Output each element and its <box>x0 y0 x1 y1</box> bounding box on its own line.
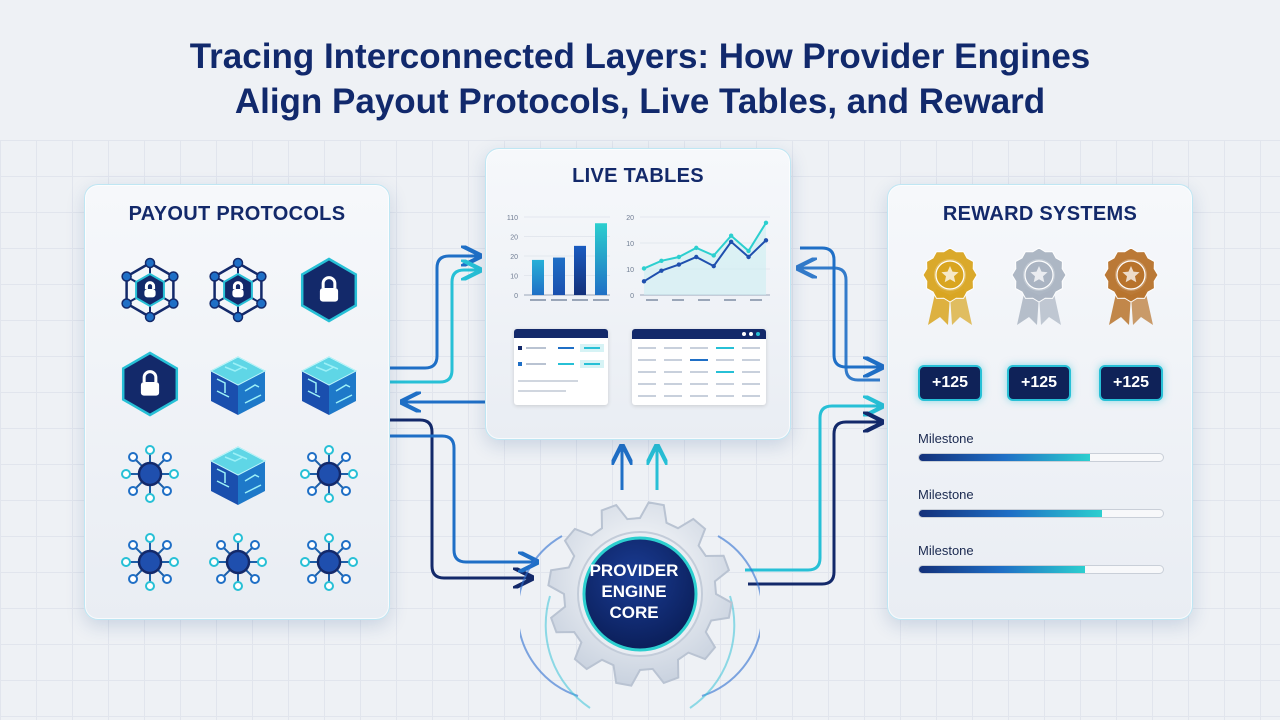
milestone-bar-2 <box>918 509 1164 518</box>
lock-hexagon-icon <box>294 255 364 325</box>
bar-y-tick: 110 <box>507 215 518 222</box>
title-line-1: Tracing Interconnected Layers: How Provi… <box>189 37 1091 76</box>
node-network-icon <box>115 527 185 597</box>
engine-label-line-3: CORE <box>609 603 659 622</box>
line-y-tick: 0 <box>630 293 634 300</box>
line-point <box>711 263 716 269</box>
node-network-icon <box>294 439 364 509</box>
milestone-bar-3 <box>918 565 1164 574</box>
bar-x-tick <box>593 299 609 301</box>
title-line-2: Align Payout Protocols, Live Tables, and… <box>234 82 1046 121</box>
bar-mark <box>574 245 586 295</box>
line-point <box>728 239 734 244</box>
bar-mark <box>532 259 544 295</box>
milestone-fill-1 <box>919 454 1090 461</box>
live-tables-title: LIVE TABLES <box>572 165 704 187</box>
line-point <box>711 253 716 258</box>
node-network-icon <box>203 527 273 597</box>
data-table-1 <box>514 329 608 405</box>
line-x-tick <box>698 299 710 301</box>
line-point <box>694 245 699 251</box>
line-point <box>763 220 769 225</box>
bar-x-tick <box>572 299 588 301</box>
milestone-bar-1 <box>918 453 1164 462</box>
lock-hexagon-icon <box>115 349 185 419</box>
bar-mark <box>553 257 565 295</box>
payout-protocols-title: PAYOUT PROTOCOLS <box>128 203 346 225</box>
lock-network-icon <box>115 255 185 325</box>
points-badge-2: +125 <box>1007 365 1071 401</box>
line-point <box>641 266 647 271</box>
node-network-icon <box>115 439 185 509</box>
gold-medal-icon <box>918 245 982 329</box>
bar-y-tick: 20 <box>510 235 518 242</box>
provider-engine-gear <box>520 501 760 709</box>
silver-medal-icon <box>1007 245 1071 329</box>
node-network-icon <box>294 527 364 597</box>
data-table-1-rows <box>518 344 604 392</box>
line-point <box>746 248 751 254</box>
milestone-label-2: Milestone <box>918 487 974 502</box>
line-x-tick <box>724 299 736 301</box>
line-x-tick <box>646 299 658 301</box>
milestone-label-3: Milestone <box>918 543 974 558</box>
line-y-tick: 20 <box>626 215 634 222</box>
line-point <box>676 262 682 267</box>
line-point <box>763 238 769 243</box>
line-point <box>728 233 734 238</box>
live-tables-panel: LIVE TABLES 110 20 20 10 0 20 10 10 0 <box>485 148 791 440</box>
points-badge-3: +125 <box>1099 365 1163 401</box>
line-x-tick <box>672 299 684 301</box>
points-badge-1: +125 <box>918 365 982 401</box>
lock-network-icon <box>203 255 273 325</box>
engine-label-line-1: PROVIDER <box>589 561 679 580</box>
line-point <box>746 254 751 260</box>
milestone-label-1: Milestone <box>918 431 974 446</box>
line-x-tick <box>750 299 762 301</box>
line-point <box>659 268 664 273</box>
line-y-tick: 10 <box>626 241 634 248</box>
line-point <box>676 254 682 260</box>
line-series-1 <box>643 222 767 270</box>
circuit-cube-icon <box>203 439 273 509</box>
bar-y-tick: 20 <box>510 254 518 261</box>
milestone-fill-2 <box>919 510 1102 517</box>
reward-systems-panel: REWARD SYSTEMS +125 +125 +125 Milestone … <box>887 184 1193 620</box>
line-series-2 <box>643 239 767 283</box>
payout-protocols-panel: PAYOUT PROTOCOLS <box>84 184 390 620</box>
page-title: Tracing Interconnected Layers: How Provi… <box>0 34 1280 124</box>
bronze-medal-icon <box>1099 245 1163 329</box>
bar-y-tick: 10 <box>510 274 518 281</box>
bar-x-tick <box>530 299 546 301</box>
milestone-fill-3 <box>919 566 1085 573</box>
data-table-2-rows <box>638 347 760 397</box>
line-chart: 20 10 10 0 <box>626 215 770 301</box>
line-point <box>694 254 699 260</box>
engine-label-line-2: ENGINE <box>601 582 667 601</box>
line-point <box>659 258 664 263</box>
provider-engine-label: PROVIDER ENGINE CORE <box>575 560 693 623</box>
reward-systems-title: REWARD SYSTEMS <box>942 203 1138 225</box>
bar-y-tick: 0 <box>514 293 518 300</box>
data-table-2 <box>632 329 766 405</box>
circuit-cube-icon <box>294 349 364 419</box>
line-point <box>641 279 647 284</box>
bar-x-tick <box>551 299 567 301</box>
circuit-cube-icon <box>203 349 273 419</box>
bar-mark <box>595 223 607 295</box>
line-y-tick: 10 <box>626 267 634 274</box>
bar-chart: 110 20 20 10 0 <box>507 215 610 301</box>
